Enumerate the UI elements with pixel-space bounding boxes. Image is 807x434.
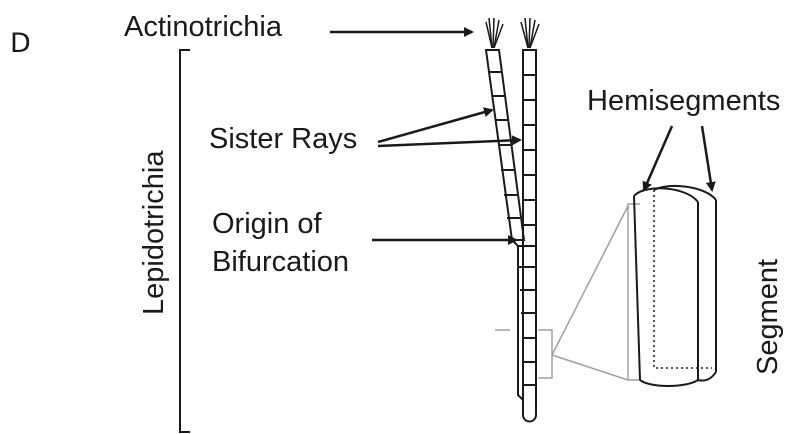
origin-label-line1: Origin of xyxy=(212,207,322,242)
hemisegments-arrow-right xyxy=(702,126,712,190)
hemisegment-dotted-edge xyxy=(654,190,712,368)
lepidotrichia-bracket xyxy=(180,50,190,432)
zoom-connector-upper xyxy=(552,206,628,355)
actinotrichia-tuft-right xyxy=(521,18,539,48)
segment-highlight-bracket xyxy=(538,330,552,378)
actinotrichia-tuft-left xyxy=(486,18,503,48)
actinotrichia-label: Actinotrichia xyxy=(124,10,282,45)
hemisegment-back xyxy=(654,186,716,381)
sister-rays-label: Sister Rays xyxy=(209,122,357,157)
origin-label-line2: Bifurcation xyxy=(212,245,349,280)
lepidotrichia-label: Lepidotrichia xyxy=(138,151,171,315)
left-sister-ray xyxy=(486,50,524,240)
hemisegments-arrow-left xyxy=(644,126,672,190)
hemisegment-front xyxy=(634,188,698,386)
main-ray-shaft xyxy=(512,50,536,422)
hemisegments-label: Hemisegments xyxy=(587,84,780,119)
sister-rays-arrow-upper xyxy=(378,110,492,142)
panel-letter: D xyxy=(10,28,31,59)
segment-label: Segment xyxy=(752,259,785,375)
zoom-connector-lower xyxy=(552,355,628,380)
